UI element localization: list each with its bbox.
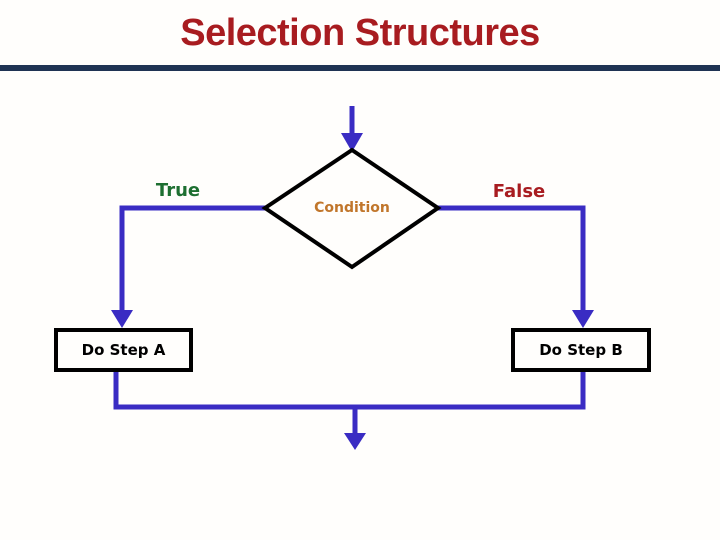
- false-branch-arrowhead-icon: [572, 310, 594, 328]
- entry-arrowhead-icon: [341, 133, 363, 152]
- true-branch-label: True: [155, 180, 201, 201]
- exit-arrowhead-icon: [344, 433, 366, 450]
- false-branch-connector: [438, 205, 586, 313]
- step-a-label: Do Step A: [81, 341, 166, 359]
- merge-connector: [113, 370, 586, 410]
- step-b-label: Do Step B: [539, 341, 623, 359]
- false-branch-label: False: [492, 181, 546, 202]
- page-title: Selection Structures: [180, 12, 540, 54]
- title-underline: [0, 65, 720, 71]
- condition-diamond-label: Condition: [314, 200, 390, 216]
- step-a-box: Do Step A: [54, 328, 193, 372]
- step-b-box: Do Step B: [511, 328, 651, 372]
- true-branch-connector: [119, 205, 265, 313]
- condition-diamond: [261, 147, 442, 270]
- true-branch-arrowhead-icon: [111, 310, 133, 328]
